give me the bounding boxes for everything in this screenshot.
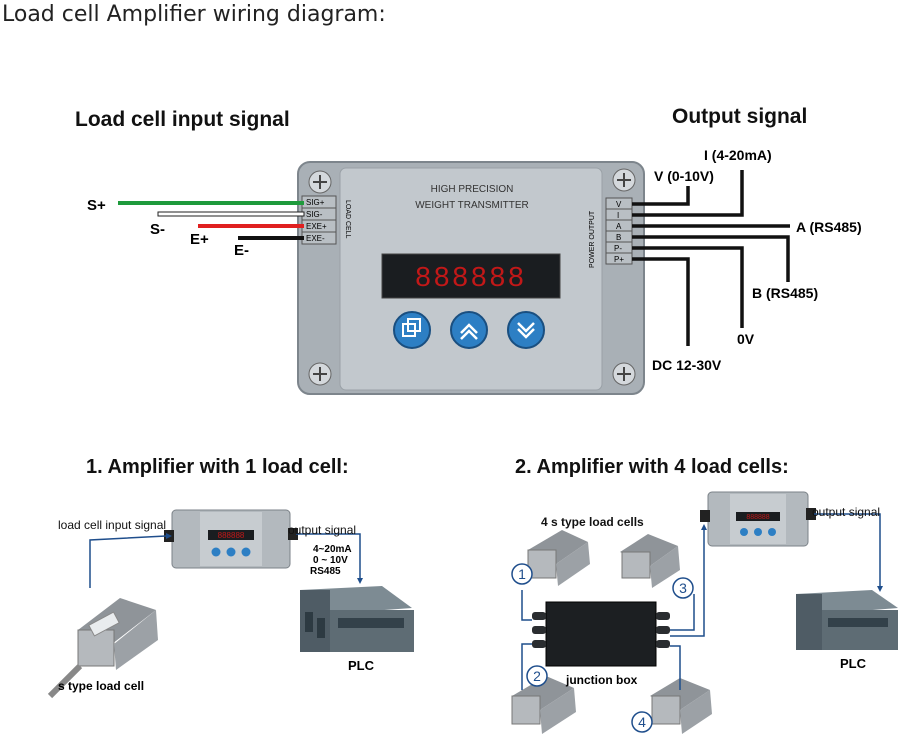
label-i: I (4-20mA) (704, 147, 772, 163)
junction-to-transmitter-line (670, 528, 705, 637)
chevron-down-icon (517, 322, 535, 333)
load-cell-2 (511, 676, 576, 734)
section2-output-label: output signal (812, 505, 881, 519)
junction-box (532, 601, 670, 667)
section2-heading: 2. Amplifier with 4 load cells: (515, 456, 789, 478)
section1-input-label: load cell input signal (58, 518, 167, 532)
plc-label-2: PLC (840, 656, 867, 671)
chevron-up-icon (460, 323, 478, 334)
wire-b (632, 235, 790, 282)
plc-label-1: PLC (348, 658, 375, 673)
signal-rs485: RS485 (310, 566, 341, 577)
junction-box-label: junction box (565, 673, 638, 687)
svg-text:4: 4 (638, 714, 646, 730)
load-cell-1 (527, 530, 590, 586)
number-badge-1: 1 (511, 563, 533, 585)
terminal-exe-minus: EXE- (306, 234, 325, 243)
cells-label: 4 s type load cells (541, 515, 644, 529)
s-type-load-cell (47, 598, 158, 699)
output-heading: Output signal (672, 105, 808, 128)
left-group-label: LOAD CELL (344, 200, 351, 239)
label-b: B (RS485) (752, 285, 818, 301)
page-title: Load cell Amplifier wiring diagram: (2, 2, 386, 27)
label-s-plus: S+ (87, 197, 106, 214)
device-title-line1: HIGH PRECISION (431, 184, 514, 195)
terminal-v: V (616, 200, 622, 209)
svg-text:3: 3 (679, 580, 687, 596)
wiring-diagram: SIG+ SIG- EXE+ EXE- LOAD CELL V I A B P-… (87, 147, 862, 395)
terminal-b: B (616, 233, 621, 242)
plc-module (796, 590, 898, 650)
load-cell-4 (650, 678, 712, 734)
terminal-i: I (617, 211, 619, 220)
terminal-a: A (616, 222, 622, 231)
wire-i (632, 170, 744, 217)
terminal-p-minus: P- (614, 244, 622, 253)
number-badge-4: 4 (631, 711, 653, 733)
device-title-line2: WEIGHT TRANSMITTER (415, 200, 529, 211)
number-badge-3: 3 (672, 577, 694, 599)
led-digits: 888888 (415, 261, 526, 292)
up-button[interactable] (450, 311, 488, 349)
signal-0-10v: 0 ~ 10V (313, 555, 348, 566)
led-display (381, 253, 561, 299)
small-transmitter: 888888 (700, 491, 816, 547)
label-v: V (0-10V) (654, 168, 714, 184)
svg-text:1: 1 (518, 566, 526, 582)
wire-s-minus (157, 211, 305, 217)
label-a: A (RS485) (796, 219, 862, 235)
section1-output-label: output signal (288, 523, 357, 537)
wire-v (632, 186, 690, 206)
input-connection-line (89, 535, 167, 588)
number-badge-2: 2 (526, 665, 548, 687)
plc-module (300, 586, 414, 652)
label-0v: 0V (737, 331, 755, 347)
terminal-sig-plus: SIG+ (306, 198, 325, 207)
signal-4-20ma: 4~20mA (313, 544, 352, 555)
svg-text:2: 2 (533, 668, 541, 684)
small-transmitter: 888888 (164, 509, 298, 569)
label-dc: DC 12-30V (652, 357, 722, 373)
transmitter-to-plc-line (814, 513, 881, 586)
wire-dc (632, 257, 690, 346)
right-group-label: POWER OUTPUT (589, 210, 596, 268)
screw-icon (308, 362, 332, 386)
input-heading: Load cell input signal (75, 108, 290, 131)
terminal-p-plus: P+ (614, 255, 624, 264)
screw-icon (308, 170, 332, 194)
section2-diagram: 888888 PLC 1 2 3 4 junction box (511, 491, 898, 734)
loadcell-label: s type load cell (58, 679, 144, 693)
screw-icon (612, 168, 636, 192)
wire-0v (632, 246, 744, 328)
output-connection-line (296, 533, 361, 578)
svg-text:888888: 888888 (218, 531, 245, 540)
load-cell-3 (620, 534, 680, 588)
svg-text:888888: 888888 (746, 514, 769, 521)
terminal-exe-plus: EXE+ (306, 222, 327, 231)
menu-button[interactable] (393, 311, 431, 349)
label-e-minus: E- (234, 242, 249, 259)
label-s-minus: S- (150, 221, 165, 238)
screw-icon (612, 362, 636, 386)
section1-heading: 1. Amplifier with 1 load cell: (86, 456, 349, 478)
section1-diagram: 888888 4~20mA 0 ~ 10V RS485 PLC s type l… (47, 509, 414, 699)
label-e-plus: E+ (190, 231, 209, 248)
down-button[interactable] (507, 311, 545, 349)
terminal-sig-minus: SIG- (306, 210, 323, 219)
